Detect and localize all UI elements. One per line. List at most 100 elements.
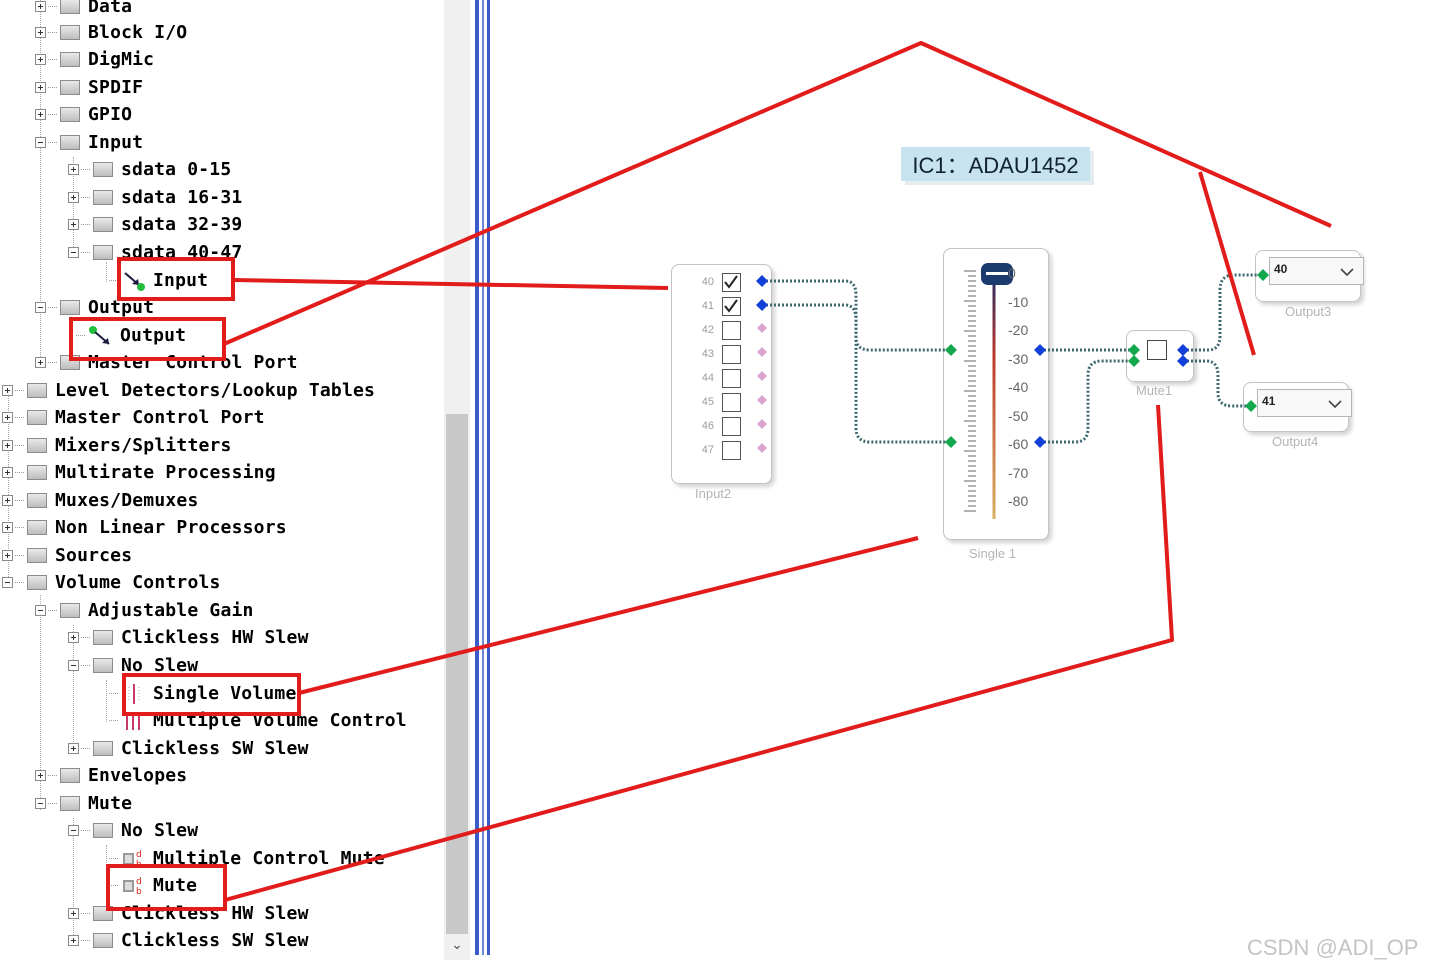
tree-item[interactable]: sdata 32-39 (68, 211, 242, 238)
expand-plus-icon[interactable] (2, 467, 13, 478)
tree-item[interactable]: Master Control Port (35, 349, 298, 376)
tree-item-label: Multiple Volume Control (153, 710, 407, 731)
expand-plus-icon[interactable] (68, 935, 79, 946)
tree-item[interactable]: GPIO (35, 101, 132, 128)
tree-item[interactable]: Volume Controls (2, 569, 221, 596)
output4-block[interactable]: 41 (1243, 382, 1352, 432)
expand-plus-icon[interactable] (35, 357, 46, 368)
tree-item[interactable]: Adjustable Gain (35, 597, 254, 624)
tree-item[interactable]: Non Linear Processors (2, 514, 287, 541)
expand-plus-icon[interactable] (35, 770, 46, 781)
folder-icon (93, 190, 113, 205)
tree-item[interactable]: Sources (2, 542, 132, 569)
tree-item[interactable]: Clickless SW Slew (68, 735, 309, 762)
channel-checkbox[interactable] (722, 369, 741, 388)
tree-item[interactable]: sdata 0-15 (68, 156, 231, 183)
tree-item[interactable]: Master Control Port (2, 404, 265, 431)
scroll-down-arrow-icon[interactable]: ⌄ (451, 937, 463, 953)
tree-item[interactable]: Output (68, 322, 186, 349)
tree-item-label: Mute (88, 793, 133, 814)
tree-connector (81, 748, 90, 749)
expand-plus-icon[interactable] (2, 495, 13, 506)
tree-item[interactable]: sdata 40-47 (68, 239, 242, 266)
channel-checkbox[interactable] (722, 345, 741, 364)
volume-slider[interactable] (944, 249, 1048, 539)
scroll-thumb[interactable] (446, 414, 468, 934)
mute-checkbox[interactable] (1147, 340, 1167, 360)
tree-item[interactable]: Data (35, 0, 132, 20)
collapse-minus-icon[interactable] (35, 302, 46, 313)
channel-checkbox[interactable] (722, 417, 741, 436)
tree-item[interactable]: Clickless SW Slew (68, 927, 309, 954)
tree-item[interactable]: Single Volume (101, 680, 296, 707)
channel-checkbox[interactable] (722, 393, 741, 412)
expand-plus-icon[interactable] (35, 27, 46, 38)
tree-connector (15, 555, 24, 556)
tree-guide-line (8, 385, 9, 585)
tree-item[interactable]: Multirate Processing (2, 459, 276, 486)
single-volume-block[interactable]: 0-10-20-30-40-50-60-70-80 (943, 248, 1049, 540)
mute-block[interactable] (1126, 330, 1194, 382)
output4-dropdown[interactable]: 41 (1257, 389, 1352, 417)
collapse-minus-icon[interactable] (35, 798, 46, 809)
expand-plus-icon[interactable] (2, 522, 13, 533)
channel-checkbox[interactable] (722, 273, 741, 292)
expand-plus-icon[interactable] (68, 908, 79, 919)
folder-icon (60, 80, 80, 95)
collapse-minus-icon[interactable] (35, 137, 46, 148)
tree-item-label: Non Linear Processors (55, 517, 287, 538)
expand-plus-icon[interactable] (2, 412, 13, 423)
collapse-minus-icon[interactable] (35, 605, 46, 616)
collapse-minus-icon[interactable] (68, 825, 79, 836)
tree-item-label: DigMic (88, 49, 155, 70)
channel-checkbox[interactable] (722, 297, 741, 316)
expand-plus-icon[interactable] (2, 440, 13, 451)
tree-item[interactable]: Block I/O (35, 19, 187, 46)
output3-dropdown[interactable]: 40 (1269, 257, 1364, 285)
tree-item[interactable]: Muxes/Demuxes (2, 487, 198, 514)
expand-plus-icon[interactable] (68, 632, 79, 643)
collapse-minus-icon[interactable] (2, 577, 13, 588)
tree-item[interactable]: Multiple Volume Control (101, 707, 407, 734)
channel-checkbox[interactable] (722, 321, 741, 340)
ic-label[interactable]: IC1：ADAU1452 (901, 147, 1090, 181)
tree-item[interactable]: Output (35, 294, 154, 321)
tree-item[interactable]: SPDIF (35, 74, 143, 101)
collapse-minus-icon[interactable] (68, 247, 79, 258)
chevron-down-icon (1328, 400, 1342, 409)
tree-item[interactable]: Input (101, 267, 208, 294)
tree-item[interactable]: Clickless HW Slew (68, 624, 309, 651)
expand-plus-icon[interactable] (68, 219, 79, 230)
tree-item[interactable]: Clickless HW Slew (68, 900, 309, 927)
channel-checkbox[interactable] (722, 441, 741, 460)
expand-plus-icon[interactable] (2, 385, 13, 396)
expand-plus-icon[interactable] (35, 109, 46, 120)
output4-dropdown-value: 41 (1262, 394, 1276, 408)
folder-icon (93, 741, 113, 756)
tree-item[interactable]: Mute (35, 790, 132, 817)
output3-block[interactable]: 40 (1255, 250, 1364, 302)
expand-plus-icon[interactable] (2, 550, 13, 561)
tree-item-label: Master Control Port (88, 352, 298, 373)
collapse-minus-icon[interactable] (68, 660, 79, 671)
expand-plus-icon[interactable] (35, 1, 46, 12)
tree-scrollbar[interactable]: ⌄ (444, 0, 470, 960)
tree-connector (81, 830, 90, 831)
expand-plus-icon[interactable] (68, 743, 79, 754)
tree-item[interactable]: Input (35, 129, 143, 156)
expand-plus-icon[interactable] (68, 164, 79, 175)
expand-plus-icon[interactable] (35, 54, 46, 65)
panel-splitter[interactable] (472, 0, 494, 955)
tree-item[interactable]: sdata 16-31 (68, 184, 242, 211)
tree-item[interactable]: DigMic (35, 46, 154, 73)
tree-item[interactable]: Level Detectors/Lookup Tables (2, 377, 375, 404)
tree-item[interactable]: Envelopes (35, 762, 187, 789)
tree-item[interactable]: No Slew (68, 817, 198, 844)
expand-plus-icon[interactable] (68, 192, 79, 203)
tree-item[interactable]: Mixers/Splitters (2, 432, 232, 459)
expand-plus-icon[interactable] (35, 82, 46, 93)
tree-item[interactable]: No Slew (68, 652, 198, 679)
